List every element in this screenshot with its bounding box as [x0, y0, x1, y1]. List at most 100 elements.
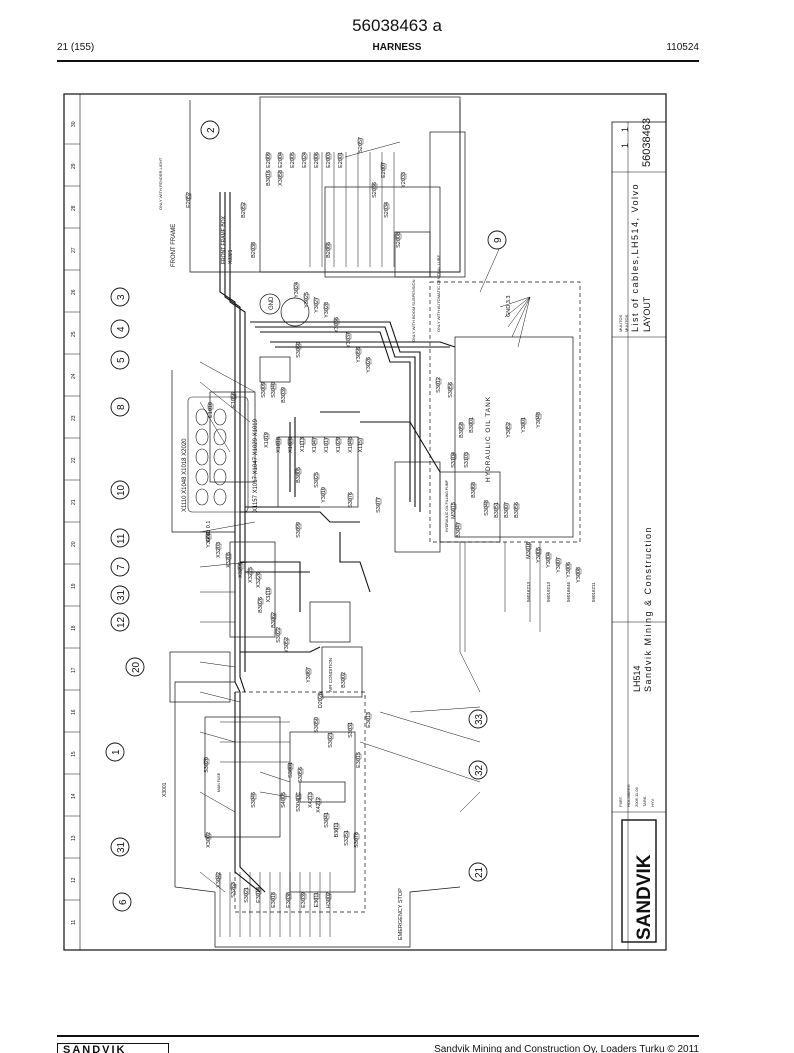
label-boom: ONLY WITH BOOM SUSPENSION: [411, 279, 416, 342]
grid-column-label: 25: [71, 331, 77, 337]
component-tag: B3047: [455, 522, 462, 538]
component-tag: S3048: [483, 500, 490, 516]
component-symbol: [313, 473, 320, 480]
component-symbol: [295, 793, 302, 800]
component-symbol: [255, 888, 262, 895]
component-symbol: [225, 553, 232, 560]
component-symbol: [257, 598, 264, 605]
component-tag: B2052: [240, 202, 247, 218]
component-id: S3077: [376, 497, 382, 513]
component-id: S3025: [314, 472, 320, 488]
component-symbol: [300, 893, 307, 900]
component-id: E1056: [231, 392, 237, 408]
component-tag: E2009: [265, 152, 272, 168]
component-id: E2003: [326, 152, 332, 168]
component-tag: E3014: [255, 887, 262, 903]
component-symbol: [243, 888, 250, 895]
component-symbol: [203, 758, 210, 765]
component-symbol: [355, 753, 362, 760]
component-symbol: [250, 243, 257, 250]
component-symbol: [280, 793, 287, 800]
callout-balloon: [487, 230, 507, 250]
component-symbol: [313, 153, 320, 160]
grid-column-label: 26: [71, 289, 77, 295]
component-tag: B2038: [250, 242, 257, 258]
component-id: S3012: [436, 377, 442, 393]
callout-balloon: [110, 585, 130, 605]
component-tag: H3002: [325, 892, 332, 908]
harness-diagram: 1112131415161718192021222324252627282930…: [63, 93, 667, 951]
title-maker: Sandvik Mining & Construction: [643, 526, 653, 692]
component-symbol: [265, 171, 272, 178]
label-part-3: 56016646: [566, 581, 571, 602]
label-emergency-stop: EMERGENCY STOP: [398, 888, 404, 940]
component-id: Y3048: [536, 412, 542, 428]
component-id: Y3004: [546, 552, 552, 568]
component-symbol: [468, 418, 475, 425]
component-tag: Y3024: [293, 282, 300, 298]
component-id: B3068: [471, 482, 477, 498]
callout-number: 31: [116, 841, 127, 853]
component-tag: E3018: [270, 892, 277, 908]
component-id: Y3009: [206, 532, 212, 548]
component-tag: S3001: [287, 762, 294, 778]
component-id: E2007: [381, 162, 387, 178]
grid-column-label: 22: [71, 457, 77, 463]
title-drawing-number: 56038463: [641, 118, 653, 167]
component-tag: X1113: [299, 437, 306, 452]
component-symbol: [335, 438, 342, 445]
component-tag: B3068: [470, 482, 477, 498]
component-symbol: [185, 193, 192, 200]
callout-balloon: [105, 742, 125, 762]
component-symbol: [347, 723, 354, 730]
label-gnd-33: GND 3.3: [506, 296, 512, 317]
component-id: S3050: [314, 717, 320, 733]
component-symbol: [353, 833, 360, 840]
callout-number: 21: [474, 866, 485, 878]
component-id: X1047: [312, 437, 318, 453]
grid-column-label: 27: [71, 247, 77, 253]
title-drawn-label: PIIRT.: [618, 796, 623, 807]
component-tag: S2036: [371, 182, 378, 198]
component-tag: X1020: [287, 437, 294, 453]
component-id: S3103: [464, 452, 470, 468]
component-symbol: [270, 893, 277, 900]
component-symbol: [395, 233, 402, 240]
label-main-fuse: MAIN FUSE: [217, 772, 221, 792]
grid-column-label: 20: [71, 541, 77, 547]
component-id: Y3052: [506, 422, 512, 438]
component-symbol: [230, 883, 237, 890]
component-id: H3002: [326, 892, 332, 908]
component-tag: X3206: [237, 562, 244, 578]
wire-lines: [199, 141, 541, 937]
component-id: B3056: [514, 502, 520, 518]
component-id: E2005: [290, 152, 296, 168]
component-id: X1048: [348, 437, 354, 453]
callout-balloon: [110, 350, 130, 370]
component-symbol: [287, 438, 294, 445]
component-symbol: [535, 548, 542, 555]
callout-number: 3: [116, 294, 127, 300]
grid-column-label: 13: [71, 835, 77, 841]
frame-outlines: [169, 96, 581, 948]
component-id: X1029: [336, 437, 342, 453]
component-symbol: [333, 823, 340, 830]
component-symbol: [275, 628, 282, 635]
component-id: E2009: [266, 152, 272, 168]
component-id: X3118: [266, 587, 272, 603]
component-tag: X1157: [357, 437, 364, 453]
title-drawn-by: HOLMBERG: [626, 784, 631, 807]
component-tag: X3058: [277, 170, 284, 186]
component-id: X4213: [308, 792, 314, 808]
grid-column-label: 19: [71, 583, 77, 589]
component-tag: Y3036: [333, 317, 340, 333]
component-id: S3104: [451, 452, 457, 468]
label-front-frame-box: FRONT FRAME BOX: [221, 215, 227, 264]
component-id: S3021: [328, 732, 334, 748]
callout-balloon: [468, 862, 488, 882]
component-tag: Y3010: [320, 487, 327, 503]
label-filling-pump: HYDRAULIC OIL FILLING PUMP: [445, 479, 449, 532]
component-id: B3051: [494, 502, 500, 518]
component-tag: S3031: [347, 722, 354, 738]
